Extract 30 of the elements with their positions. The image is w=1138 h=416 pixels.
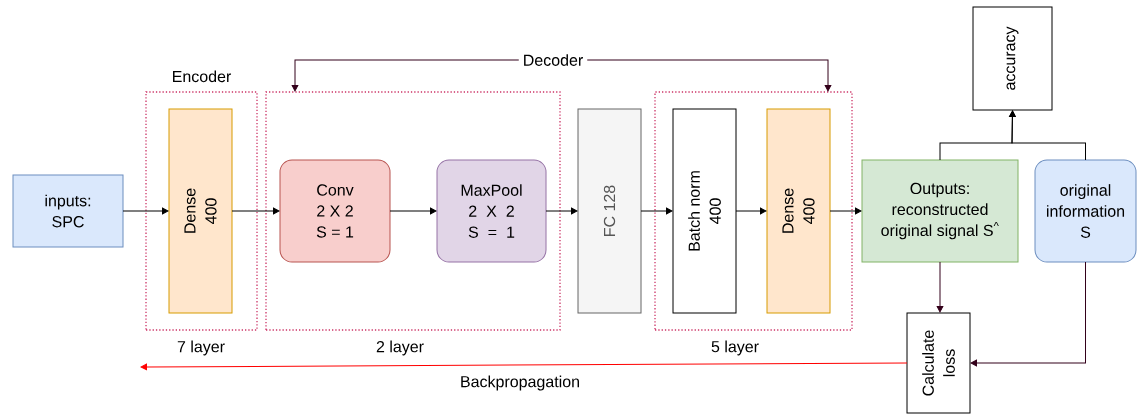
arrow bbox=[140, 362, 908, 371]
input-box: inputs: SPC bbox=[12, 174, 124, 248]
group-heading: Encoder bbox=[173, 70, 232, 83]
edge-label: Backpropagation bbox=[458, 374, 582, 392]
arrow bbox=[936, 261, 944, 313]
info-box: original information S bbox=[1034, 159, 1137, 263]
loss-box: Calculate loss bbox=[906, 312, 971, 414]
layer-box: FC 128 bbox=[577, 108, 642, 314]
arrow bbox=[970, 261, 1086, 367]
layer-box: Batch norm 400 bbox=[672, 108, 737, 314]
arrow bbox=[735, 207, 767, 215]
metric-box: accuracy bbox=[972, 6, 1053, 111]
layer-box: Dense 400 bbox=[766, 108, 831, 314]
layer-count-label: 5 layer bbox=[711, 340, 759, 356]
arrow bbox=[122, 207, 169, 215]
pool-box: MaxPool 2 X 2 S = 1 bbox=[436, 159, 547, 263]
output-box: Outputs: reconstructed original signal S$^{^}$ bbox=[861, 159, 1019, 263]
decoder-label: Decoder bbox=[524, 54, 583, 66]
conv-box: Conv 2 X 2 S = 1 bbox=[279, 159, 391, 263]
arrow bbox=[1009, 110, 1086, 161]
arrow bbox=[389, 207, 437, 215]
arrow bbox=[545, 207, 578, 215]
layer-count-label: 7 layer bbox=[177, 340, 225, 356]
arrow bbox=[291, 59, 520, 92]
arrow bbox=[586, 59, 832, 92]
arrow bbox=[231, 207, 280, 215]
layer-count-label: 2 layer bbox=[376, 340, 424, 356]
layer-box: Dense 400 bbox=[168, 108, 233, 314]
arrow bbox=[640, 207, 673, 215]
arrow bbox=[829, 207, 862, 215]
